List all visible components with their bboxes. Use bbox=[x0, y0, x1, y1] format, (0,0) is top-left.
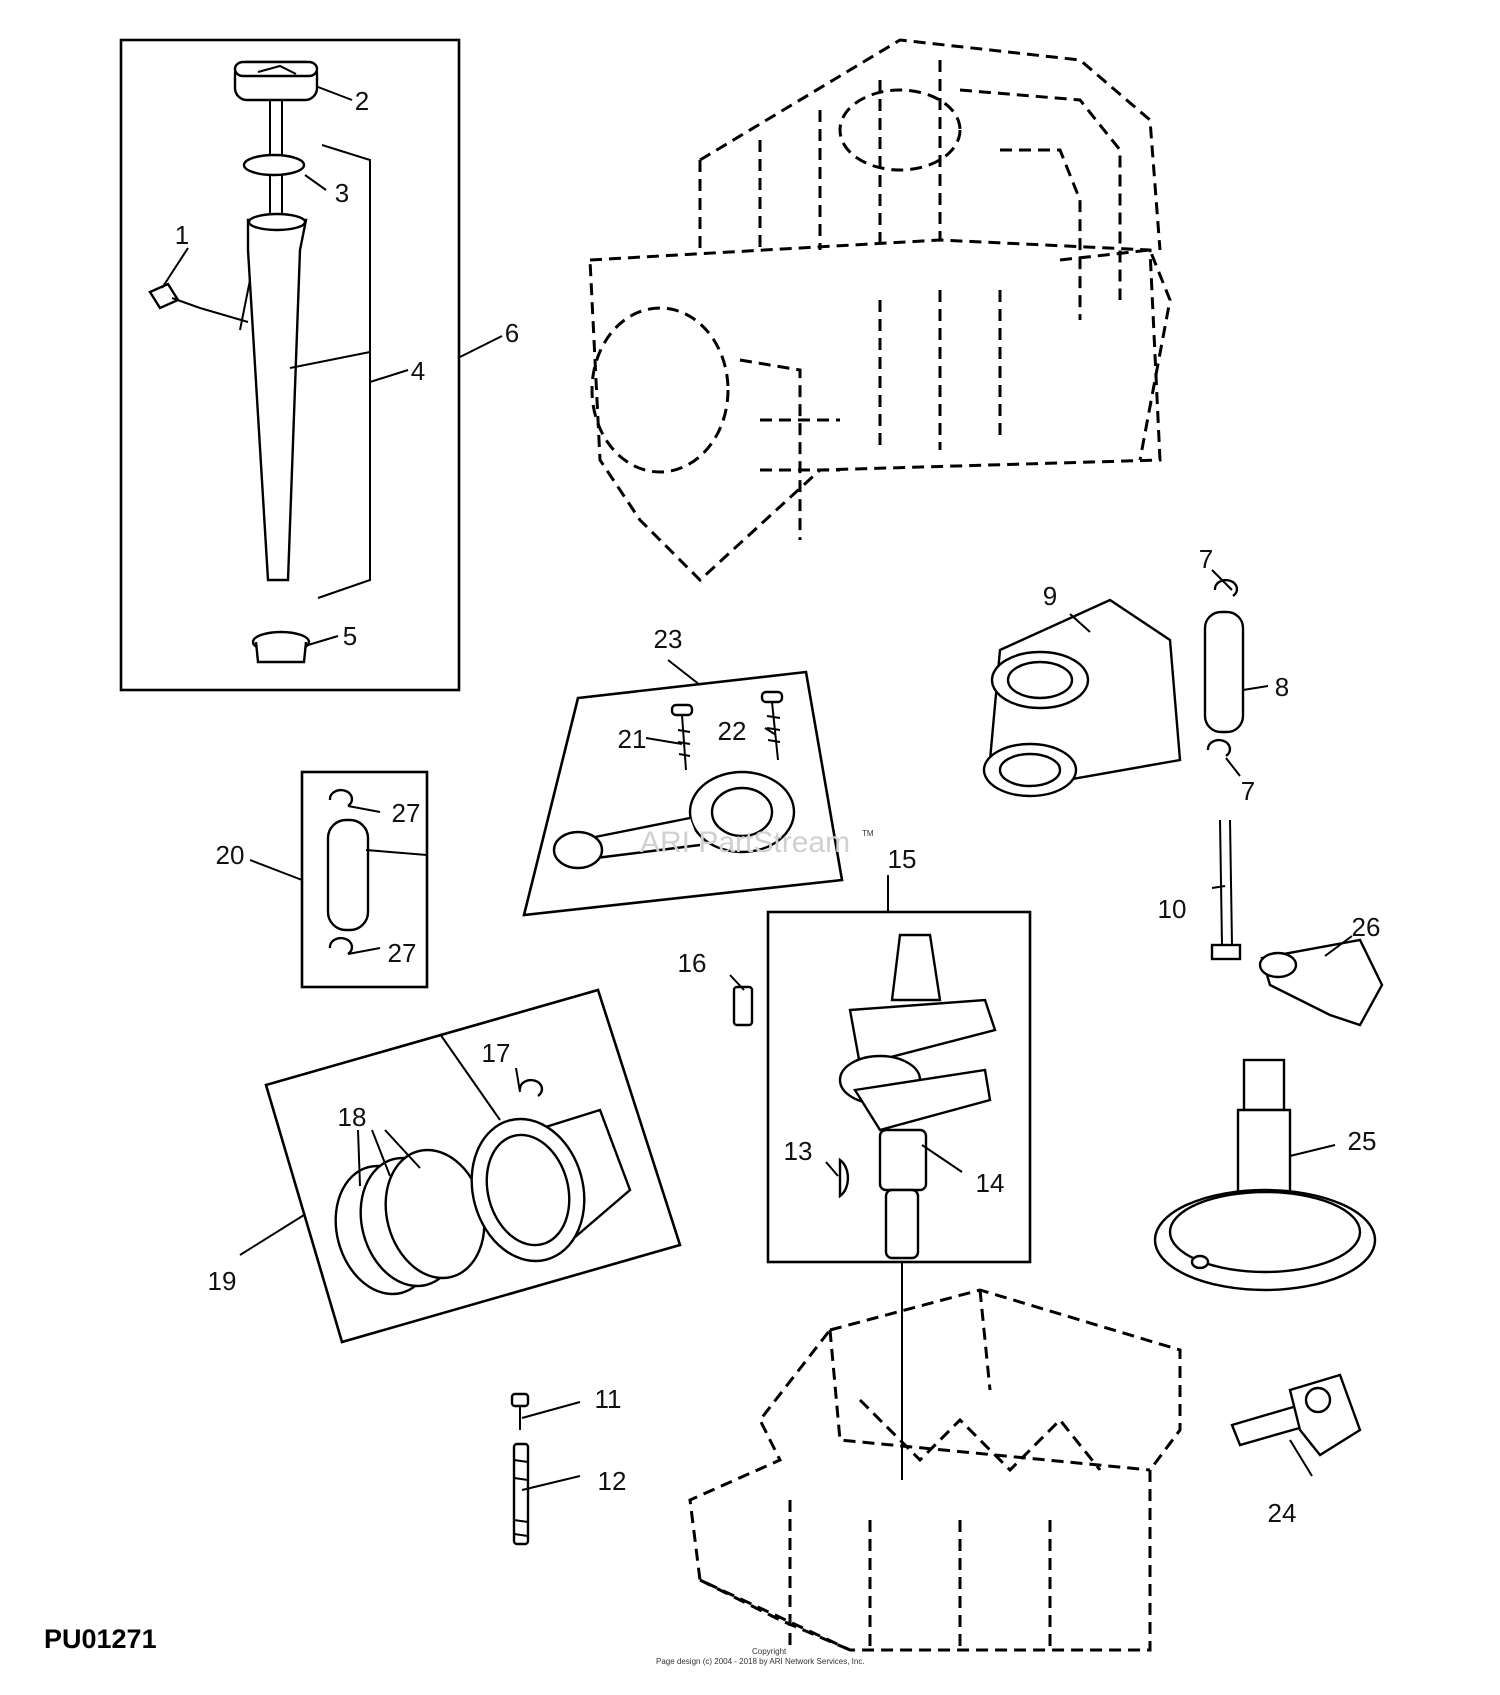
crankshaft-key[interactable] bbox=[732, 985, 754, 1027]
copyright-line-2: Page design (c) 2004 - 2018 by ARI Netwo… bbox=[656, 1657, 865, 1666]
piston-pin-retainer[interactable] bbox=[518, 1078, 544, 1097]
dipstick-cap[interactable] bbox=[233, 60, 319, 102]
oil-sump-outline bbox=[688, 1288, 1182, 1652]
callout-7-top[interactable]: 7 bbox=[1199, 544, 1213, 574]
dipstick-tube[interactable] bbox=[239, 212, 308, 582]
shaft-retainer-bottom[interactable] bbox=[1206, 738, 1232, 757]
callout-21[interactable]: 21 bbox=[618, 724, 647, 754]
diagram-code: PU01271 bbox=[44, 1624, 157, 1654]
rod-bolt-left[interactable] bbox=[670, 703, 694, 771]
callout-2[interactable]: 2 bbox=[355, 86, 369, 116]
crankshaft[interactable] bbox=[838, 933, 997, 1260]
piston-pin[interactable] bbox=[326, 818, 370, 932]
copyright-line-1: Copyright bbox=[752, 1647, 787, 1656]
callout-19[interactable]: 19 bbox=[208, 1266, 237, 1296]
callout-17[interactable]: 17 bbox=[482, 1038, 511, 1068]
callout-14[interactable]: 14 bbox=[976, 1168, 1005, 1198]
rocker-shaft[interactable] bbox=[1203, 610, 1245, 734]
callout-27-bottom[interactable]: 27 bbox=[388, 938, 417, 968]
crankshaft-group-box bbox=[766, 910, 1032, 1264]
callout-1[interactable]: 1 bbox=[175, 220, 189, 250]
callout-27-top[interactable]: 27 bbox=[392, 798, 421, 828]
callout-12[interactable]: 12 bbox=[598, 1466, 627, 1496]
push-rod[interactable] bbox=[1210, 819, 1242, 961]
piston-group-box bbox=[264, 988, 682, 1344]
callout-10[interactable]: 10 bbox=[1158, 894, 1187, 924]
callout-11[interactable]: 11 bbox=[595, 1384, 622, 1414]
callout-23[interactable]: 23 bbox=[654, 624, 683, 654]
rod-bolt-right[interactable] bbox=[760, 690, 784, 761]
piston[interactable] bbox=[456, 1106, 632, 1274]
engine-block-outline bbox=[588, 38, 1172, 583]
watermark-tm: TM bbox=[862, 829, 874, 838]
dipstick-tube-group-box bbox=[119, 38, 461, 692]
camshaft[interactable] bbox=[1153, 1058, 1377, 1292]
callout-6[interactable]: 6 bbox=[505, 318, 519, 348]
woodruff-key[interactable] bbox=[838, 1157, 850, 1199]
rocker-arm-bracket[interactable] bbox=[982, 598, 1182, 798]
cylinder-stud[interactable] bbox=[512, 1442, 530, 1546]
callout-13[interactable]: 13 bbox=[784, 1136, 813, 1166]
callout-16[interactable]: 16 bbox=[678, 948, 707, 978]
connecting-rod-group-box bbox=[522, 670, 844, 917]
callout-24[interactable]: 24 bbox=[1268, 1498, 1297, 1528]
leader-lines bbox=[161, 86, 1353, 1491]
callout-15[interactable]: 15 bbox=[888, 844, 917, 874]
callout-7-bottom[interactable]: 7 bbox=[1241, 776, 1255, 806]
tube-grommet[interactable] bbox=[251, 630, 311, 664]
callout-4-tube[interactable]: 4 bbox=[411, 356, 425, 386]
callout-26[interactable]: 26 bbox=[1352, 912, 1381, 942]
pin-retainer-top[interactable] bbox=[328, 788, 354, 807]
shaft-retainer-top[interactable] bbox=[1213, 578, 1239, 597]
connecting-rod[interactable] bbox=[552, 770, 796, 870]
cylinder-stud-top[interactable] bbox=[510, 1392, 530, 1430]
tube-mounting-screw[interactable] bbox=[148, 282, 201, 310]
governor-assembly[interactable] bbox=[1230, 1373, 1362, 1457]
callout-5[interactable]: 5 bbox=[343, 621, 357, 651]
callout-3[interactable]: 3 bbox=[335, 178, 349, 208]
piston-rings[interactable] bbox=[322, 1139, 498, 1305]
rocker-arm[interactable] bbox=[1258, 938, 1384, 1027]
pin-retainer-bottom[interactable] bbox=[328, 936, 354, 955]
o-ring[interactable] bbox=[242, 153, 306, 177]
watermark: ARI PartStream bbox=[640, 826, 850, 859]
callout-18[interactable]: 18 bbox=[338, 1102, 367, 1132]
callout-20[interactable]: 20 bbox=[216, 840, 245, 870]
callout-22[interactable]: 22 bbox=[718, 716, 747, 746]
callout-8[interactable]: 8 bbox=[1275, 672, 1289, 702]
callout-25[interactable]: 25 bbox=[1348, 1126, 1377, 1156]
callout-9[interactable]: 9 bbox=[1043, 581, 1057, 611]
